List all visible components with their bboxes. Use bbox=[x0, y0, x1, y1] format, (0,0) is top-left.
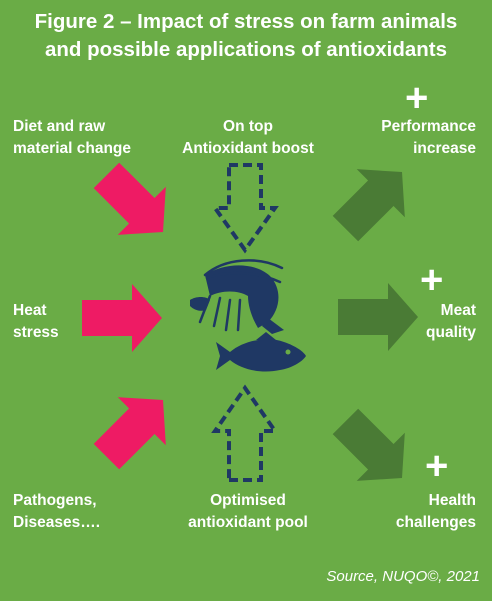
performance-plus-icon: + bbox=[405, 76, 429, 120]
title-line-2: and possible applications of antioxidant… bbox=[44, 38, 448, 61]
antioxidant-pool-label: Optimised antioxidant pool bbox=[188, 492, 308, 531]
antioxidant-boost-label: On top Antioxidant boost bbox=[182, 118, 314, 157]
source-caption: Source, NUQO©, 2021 bbox=[326, 568, 480, 585]
meat-quality-label: Meat quality bbox=[426, 302, 476, 341]
fish-icon bbox=[216, 332, 306, 372]
health-output-arrow bbox=[332, 408, 405, 481]
pathogens-input-arrow bbox=[93, 397, 166, 470]
health-plus-icon: + bbox=[425, 444, 449, 488]
heat-input-arrow bbox=[82, 284, 162, 352]
antioxidant-boost-arrow bbox=[211, 163, 279, 254]
performance-label: Performance increase bbox=[381, 118, 476, 157]
performance-output-arrow bbox=[332, 169, 405, 242]
diet-input-arrow bbox=[93, 162, 166, 235]
antioxidant-pool-arrow bbox=[211, 384, 279, 482]
heat-stress-label: Heat stress bbox=[13, 302, 59, 341]
health-label: Health challenges bbox=[395, 492, 476, 531]
meat-output-arrow bbox=[338, 283, 418, 351]
title-line-1: Figure 2 – Impact of stress on farm anim… bbox=[34, 10, 458, 33]
meat-plus-icon: + bbox=[420, 258, 444, 302]
shrimp-icon bbox=[190, 259, 284, 334]
figure-title: Figure 2 – Impact of stress on farm anim… bbox=[0, 8, 492, 64]
diet-label: Diet and raw material change bbox=[13, 118, 132, 157]
pathogens-label: Pathogens, Diseases…. bbox=[13, 492, 101, 531]
